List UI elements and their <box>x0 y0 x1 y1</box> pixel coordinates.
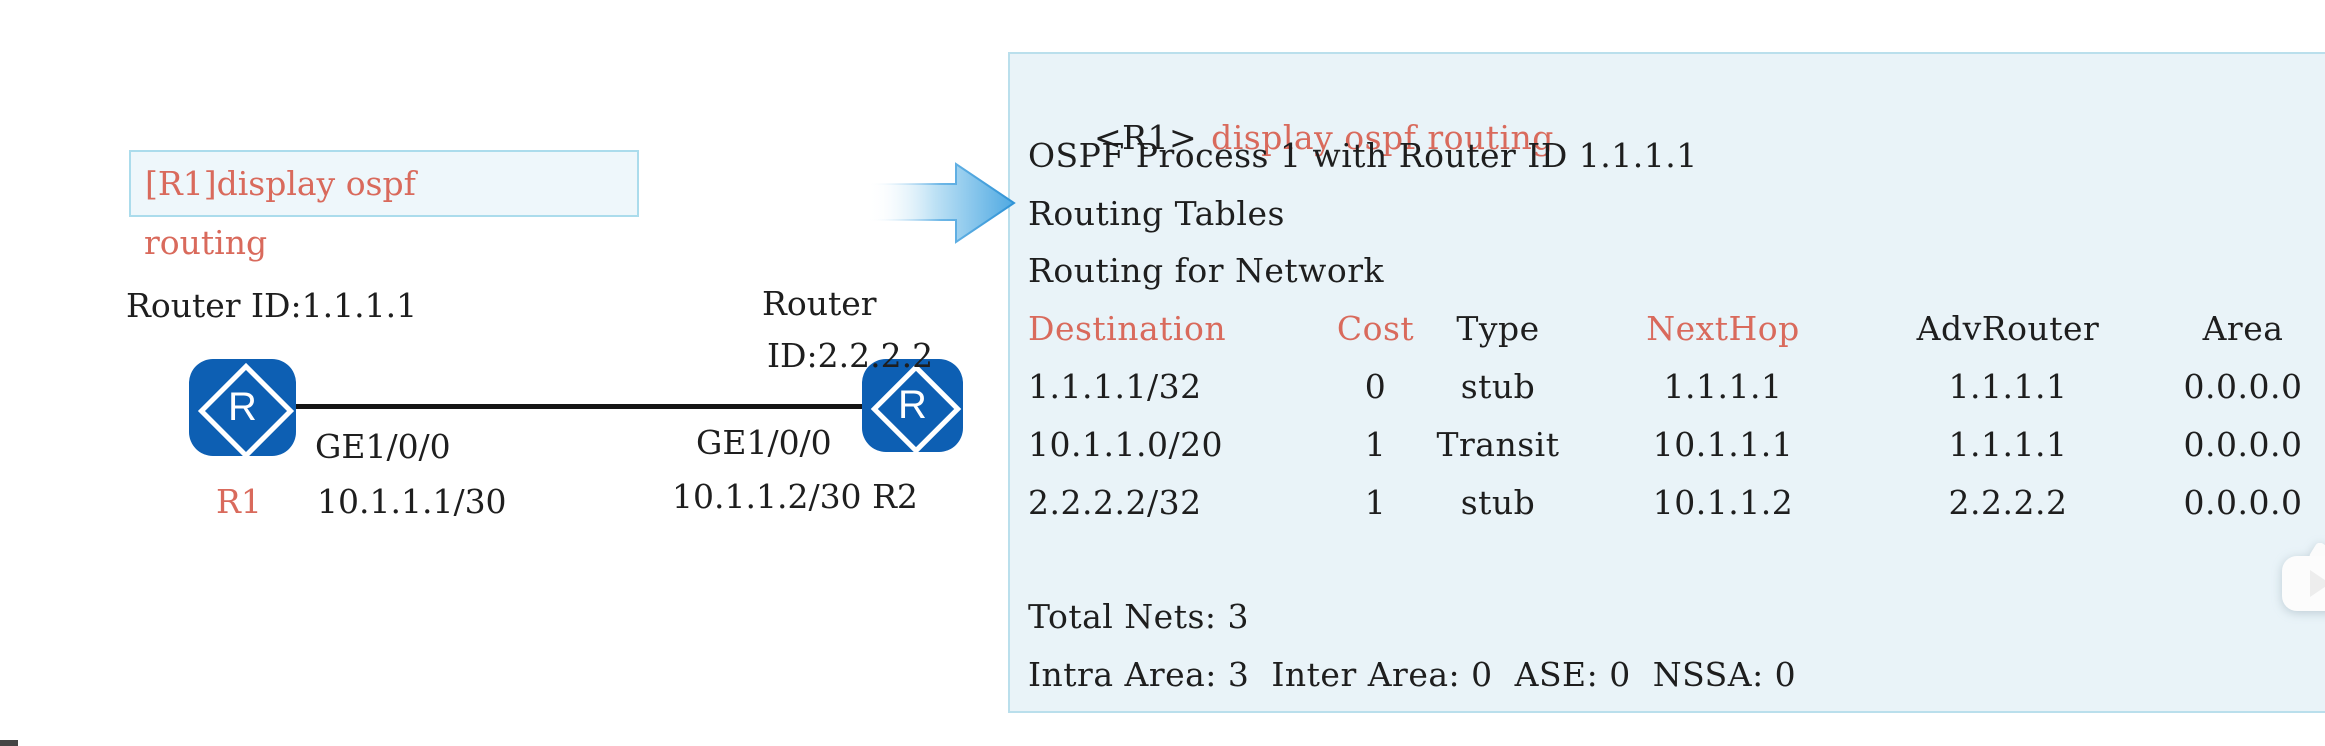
cli-output-panel: <R1> display ospf routing OSPF Process 1 … <box>1008 52 2325 713</box>
table-header-destination: Destination <box>1028 309 1227 348</box>
table-cell: stub <box>1460 483 1536 522</box>
table-cell: 0.0.0.0 <box>2183 367 2303 406</box>
cli-output-line-network: Routing for Network <box>1028 251 1385 290</box>
table-header-advrouter: AdvRouter <box>1916 309 2100 348</box>
router-icon-letter: R <box>898 383 927 427</box>
r1-interface-label: GE1/0/0 <box>315 427 451 466</box>
table-row: 10.1.1.0/20 1 Transit 10.1.1.1 1.1.1.1 0… <box>1028 425 2325 465</box>
cli-output-line-tables: Routing Tables <box>1028 194 1285 233</box>
table-cell: 1 <box>1364 425 1387 464</box>
r1-router-id-label: Router ID:1.1.1.1 <box>126 286 418 325</box>
r1-ip-label: 10.1.1.1/30 <box>317 482 507 521</box>
table-cell: 2.2.2.2/32 <box>1028 483 1202 522</box>
table-row: 2.2.2.2/32 1 stub 10.1.1.2 2.2.2.2 0.0.0… <box>1028 483 2325 523</box>
r2-router-id-label-line1: Router <box>762 284 877 323</box>
cli-command-line: <R1> display ospf routing <box>1028 78 1554 198</box>
table-header-type: Type <box>1456 309 1540 348</box>
table-cell: 1.1.1.1 <box>1948 425 2068 464</box>
ethernet-link-line <box>294 404 868 409</box>
command-annotation-box: [R1]display ospf <box>129 150 639 217</box>
table-cell: 1.1.1.1 <box>1663 367 1783 406</box>
table-cell: 10.1.1.1 <box>1652 425 1794 464</box>
table-cell: 1.1.1.1 <box>1948 367 2068 406</box>
command-text: [R1]display ospf <box>145 164 416 203</box>
table-cell: 10.1.1.0/20 <box>1028 425 1224 464</box>
table-header-nexthop: NextHop <box>1646 309 1800 348</box>
router-icon-r2: R <box>862 359 963 454</box>
cli-prompt: <R1> <box>1093 118 1198 157</box>
play-video-icon[interactable] <box>2274 543 2325 617</box>
r2-router-id-label-line2: ID:2.2.2.2 <box>767 336 934 375</box>
table-cell: 1.1.1.1/32 <box>1028 367 1202 406</box>
table-row: 1.1.1.1/32 0 stub 1.1.1.1 1.1.1.1 0.0.0.… <box>1028 367 2325 407</box>
table-cell: 10.1.1.2 <box>1652 483 1794 522</box>
cli-command: display ospf routing <box>1211 118 1554 157</box>
cli-output-line-process: OSPF Process 1 with Router ID 1.1.1.1 <box>1028 136 1698 175</box>
table-cell: 0.0.0.0 <box>2183 425 2303 464</box>
total-nets-line: Total Nets: 3 <box>1028 597 1249 636</box>
table-cell: stub <box>1460 367 1536 406</box>
table-cell: 1 <box>1364 483 1387 522</box>
corner-mark <box>0 740 18 746</box>
table-cell: 2.2.2.2 <box>1948 483 2068 522</box>
router-icon-letter: R <box>228 385 257 429</box>
table-header-cost: Cost <box>1336 309 1415 348</box>
r1-name-label: R1 <box>216 482 262 521</box>
table-header-area: Area <box>2202 309 2284 348</box>
router-icon-r1: R <box>189 359 296 459</box>
area-summary-line: Intra Area: 3 Inter Area: 0 ASE: 0 NSSA:… <box>1028 655 1797 694</box>
table-cell: Transit <box>1436 425 1560 464</box>
right-flow-arrow-icon <box>868 162 1016 244</box>
table-header-row: Destination Cost Type NextHop AdvRouter … <box>1028 309 2325 349</box>
table-cell: 0 <box>1364 367 1387 406</box>
r2-name-label: R2 <box>872 477 918 516</box>
r2-interface-label: GE1/0/0 <box>696 423 832 462</box>
table-cell: 0.0.0.0 <box>2183 483 2303 522</box>
r2-ip-label: 10.1.1.2/30 R2 <box>672 477 918 516</box>
command-text-overflow: routing <box>144 223 268 262</box>
